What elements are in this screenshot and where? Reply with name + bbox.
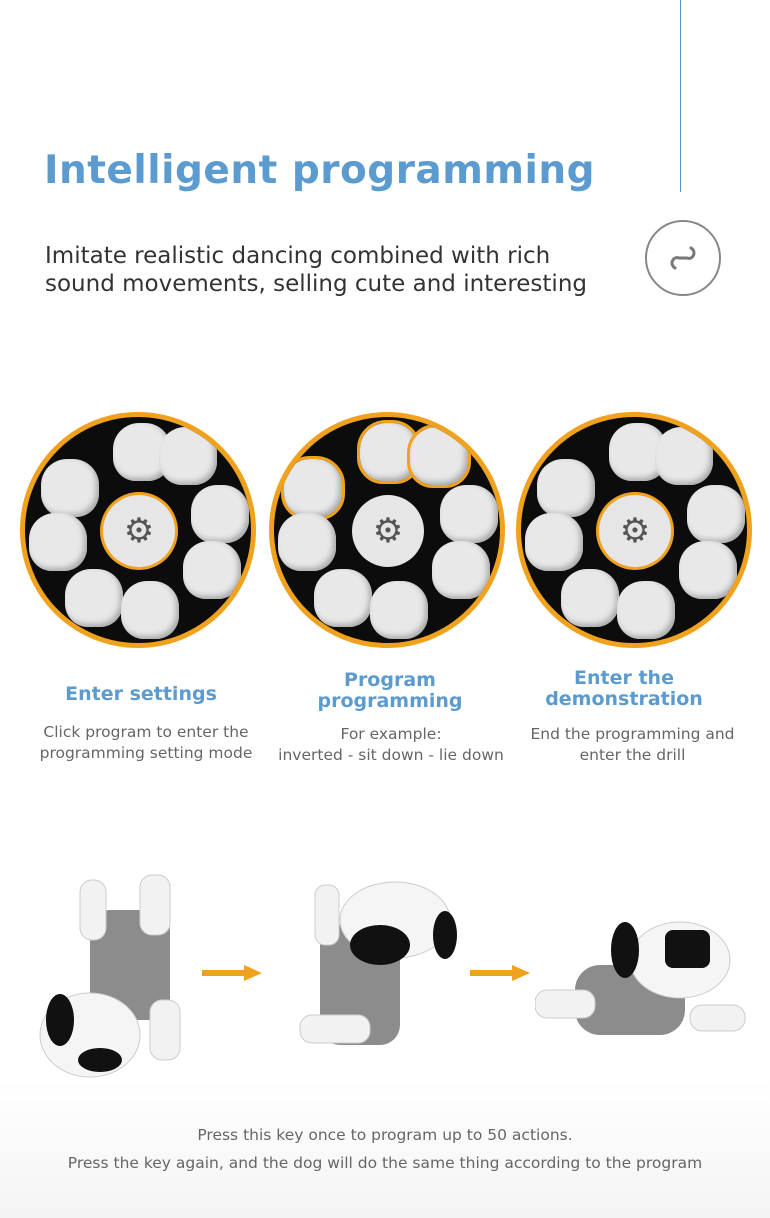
remote-dial-demo: ⚙ [516, 412, 752, 648]
dance-button [357, 420, 421, 484]
sound-button [687, 485, 745, 543]
arrow-right-icon [202, 965, 262, 981]
page-subtitle: Imitate realistic dancing combined with … [45, 243, 587, 297]
pause-button [617, 581, 675, 639]
page-title: Intelligent programming [44, 148, 596, 193]
dance-button [537, 459, 595, 517]
step-description: For example: inverted - sit down - lie d… [266, 724, 516, 766]
remote-dial-program: ⚙ [269, 412, 505, 648]
remote-dial-settings: ⚙ [20, 412, 256, 648]
robot-dog-inverted [39, 874, 181, 1078]
robot-dog-sitting [299, 881, 457, 1045]
gear-icon: ⚙ [599, 495, 671, 567]
dance-button [281, 456, 345, 520]
background-fade [0, 1080, 770, 1218]
music-button [561, 569, 619, 627]
sound-button [440, 485, 498, 543]
footer-line-1: Press this key once to program up to 50 … [197, 1126, 573, 1144]
link-icon[interactable] [645, 220, 721, 296]
action-button [278, 513, 336, 571]
step-title: Program programming [317, 669, 463, 712]
arrow-right-icon [470, 965, 530, 981]
step-description: Click program to enter the programming s… [39, 723, 253, 762]
gear-icon: ⚙ [103, 495, 175, 567]
action-button [29, 513, 87, 571]
step-description-line: For example: [340, 725, 442, 743]
volume-button [183, 541, 241, 599]
footer-line-2: Press the key again, and the dog will do… [67, 1154, 703, 1172]
music-button [314, 569, 372, 627]
sound-button [191, 485, 249, 543]
robot-dog-lying [535, 921, 746, 1035]
step-description-line: inverted - sit down - lie down [278, 746, 504, 764]
dance-button [41, 459, 99, 517]
divider-line [680, 0, 681, 192]
action-button [525, 513, 583, 571]
dance-button [407, 424, 471, 488]
volume-button [432, 541, 490, 599]
step-title: Enter the demonstration [545, 667, 703, 710]
dance-button [159, 427, 217, 485]
volume-button [679, 541, 737, 599]
pause-button [121, 581, 179, 639]
pause-button [370, 581, 428, 639]
step-description: End the programming and enter the drill [530, 725, 735, 764]
step-title: Enter settings [65, 683, 217, 705]
music-button [65, 569, 123, 627]
gear-icon: ⚙ [352, 495, 424, 567]
dance-button [655, 427, 713, 485]
